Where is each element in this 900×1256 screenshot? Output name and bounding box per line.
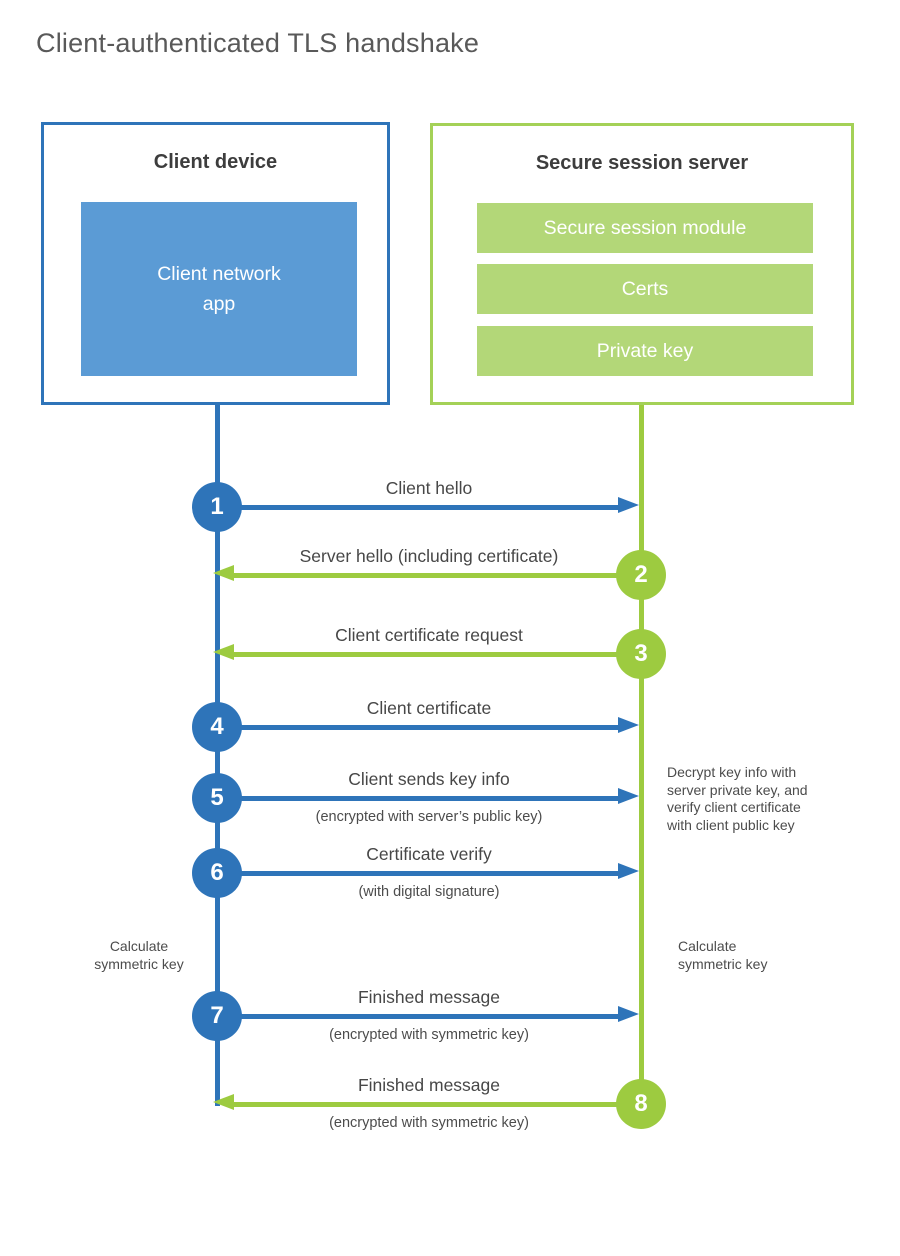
step-1-arrow bbox=[217, 505, 620, 510]
step-1-arrowhead-icon bbox=[618, 497, 639, 513]
step-3-label: Client certificate request bbox=[335, 625, 523, 645]
server-module-secure-session: Secure session module bbox=[477, 203, 813, 253]
step-5-number-badge: 5 bbox=[192, 773, 242, 823]
client-lifeline bbox=[215, 405, 220, 1106]
step-7-label: Finished message bbox=[357, 987, 501, 1007]
step-4-label: Client certificate bbox=[366, 698, 492, 718]
secure-session-server-title: Secure session server bbox=[535, 152, 749, 174]
step-5-arrow bbox=[217, 796, 620, 801]
step-5-arrowhead-icon bbox=[618, 788, 639, 804]
step-4-arrow bbox=[217, 725, 620, 730]
step-3-arrow bbox=[234, 652, 641, 657]
client-network-app-box: Client network app bbox=[81, 202, 357, 376]
step-1-label: Client hello bbox=[385, 478, 473, 498]
step-3-arrowhead-icon bbox=[213, 644, 234, 660]
client-device-title: Client device bbox=[153, 151, 278, 173]
step-6-number-badge: 6 bbox=[192, 848, 242, 898]
step-5-sublabel: (encrypted with server’s public key) bbox=[315, 809, 543, 825]
step-6-arrow bbox=[217, 871, 620, 876]
step-7-arrowhead-icon bbox=[618, 1006, 639, 1022]
step-8-number-badge: 8 bbox=[616, 1079, 666, 1129]
step-6-label: Certificate verify bbox=[366, 844, 492, 864]
step-3-number-badge: 3 bbox=[616, 629, 666, 679]
step-1-number-badge: 1 bbox=[192, 482, 242, 532]
client-device-box: Client device Client network app bbox=[41, 122, 390, 405]
step-6-arrowhead-icon bbox=[618, 863, 639, 879]
step-5-label: Client sends key info bbox=[348, 769, 510, 789]
step-2-number-badge: 2 bbox=[616, 550, 666, 600]
server-module-certs: Certs bbox=[477, 264, 813, 314]
page-title: Client-authenticated TLS handshake bbox=[36, 28, 480, 58]
step-4-arrowhead-icon bbox=[618, 717, 639, 733]
step-4-number-badge: 4 bbox=[192, 702, 242, 752]
step-8-arrow bbox=[234, 1102, 641, 1107]
step-6-sublabel: (with digital signature) bbox=[358, 884, 500, 900]
server-module-private-key: Private key bbox=[477, 326, 813, 376]
step-7-arrow bbox=[217, 1014, 620, 1019]
step-2-label: Server hello (including certificate) bbox=[299, 546, 559, 566]
calculate-symmetric-key-note-client: Calculate symmetric key bbox=[94, 938, 184, 972]
step-7-number-badge: 7 bbox=[192, 991, 242, 1041]
step-8-sublabel: (encrypted with symmetric key) bbox=[329, 1115, 529, 1131]
calculate-symmetric-key-note-server: Calculate symmetric key bbox=[678, 938, 768, 972]
decrypt-key-note: Decrypt key info with server private key… bbox=[667, 764, 808, 833]
step-2-arrow bbox=[234, 573, 641, 578]
step-7-sublabel: (encrypted with symmetric key) bbox=[329, 1027, 529, 1043]
secure-session-server-box: Secure session server Secure session mod… bbox=[430, 123, 854, 405]
server-lifeline bbox=[639, 405, 644, 1106]
step-8-label: Finished message bbox=[357, 1075, 501, 1095]
step-8-arrowhead-icon bbox=[213, 1094, 234, 1110]
step-2-arrowhead-icon bbox=[213, 565, 234, 581]
